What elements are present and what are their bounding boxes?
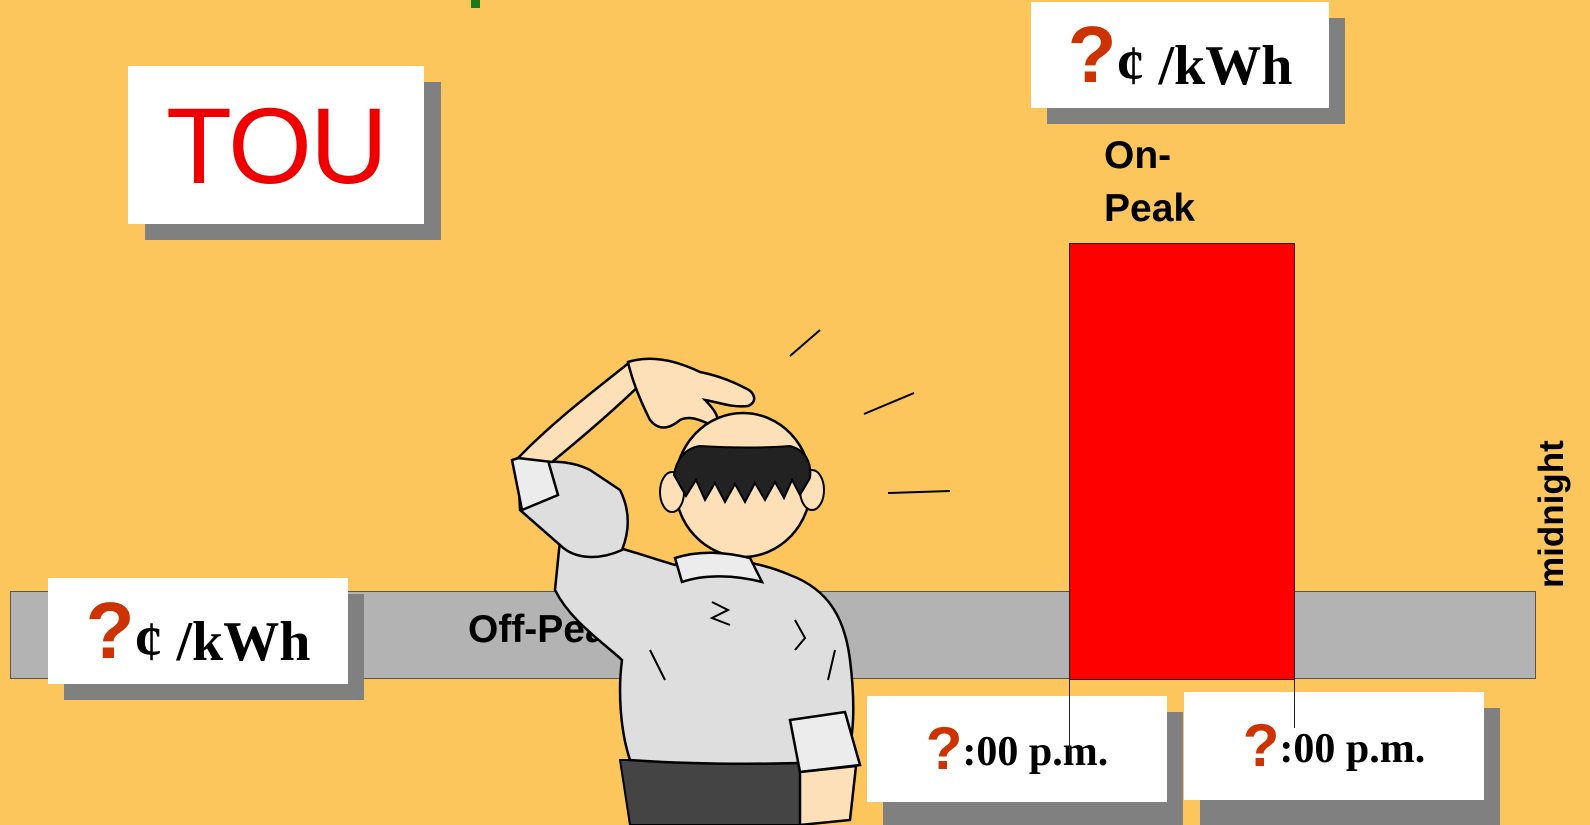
bar-right-edge-line bbox=[1294, 680, 1295, 728]
off-peak-rate-card: ? ¢ /kWh bbox=[48, 578, 348, 684]
forearm bbox=[518, 362, 650, 462]
end-time-text: :00 p.m. bbox=[1279, 725, 1425, 773]
bar-left-edge-line bbox=[1069, 680, 1070, 760]
green-mark bbox=[471, 0, 480, 8]
tou-title: TOU bbox=[166, 83, 386, 208]
on-peak-rate-unit: ¢ /kWh bbox=[1117, 34, 1293, 98]
confused-man-illustration bbox=[500, 320, 970, 825]
confusion-marks bbox=[790, 330, 950, 493]
on-peak-rate-card: ? ¢ /kWh bbox=[1031, 2, 1329, 108]
off-peak-rate-question-mark: ? bbox=[86, 591, 135, 671]
end-time-card: ? :00 p.m. bbox=[1184, 692, 1484, 800]
trousers bbox=[620, 760, 815, 825]
on-peak-bar bbox=[1069, 243, 1295, 680]
tou-card: TOU bbox=[128, 66, 424, 224]
off-peak-rate-unit: ¢ /kWh bbox=[135, 610, 311, 674]
midnight-label: midnight bbox=[1532, 440, 1572, 588]
start-time-text: :00 p.m. bbox=[962, 728, 1108, 776]
on-peak-label-line1: On- bbox=[1104, 133, 1171, 179]
on-peak-label-line2: Peak bbox=[1104, 186, 1195, 232]
end-time-question-mark: ? bbox=[1243, 716, 1280, 776]
lower-hand bbox=[800, 766, 856, 825]
midnight-label-wrap: midnight bbox=[1532, 360, 1572, 590]
on-peak-rate-question-mark: ? bbox=[1068, 15, 1117, 95]
collar bbox=[675, 553, 762, 582]
